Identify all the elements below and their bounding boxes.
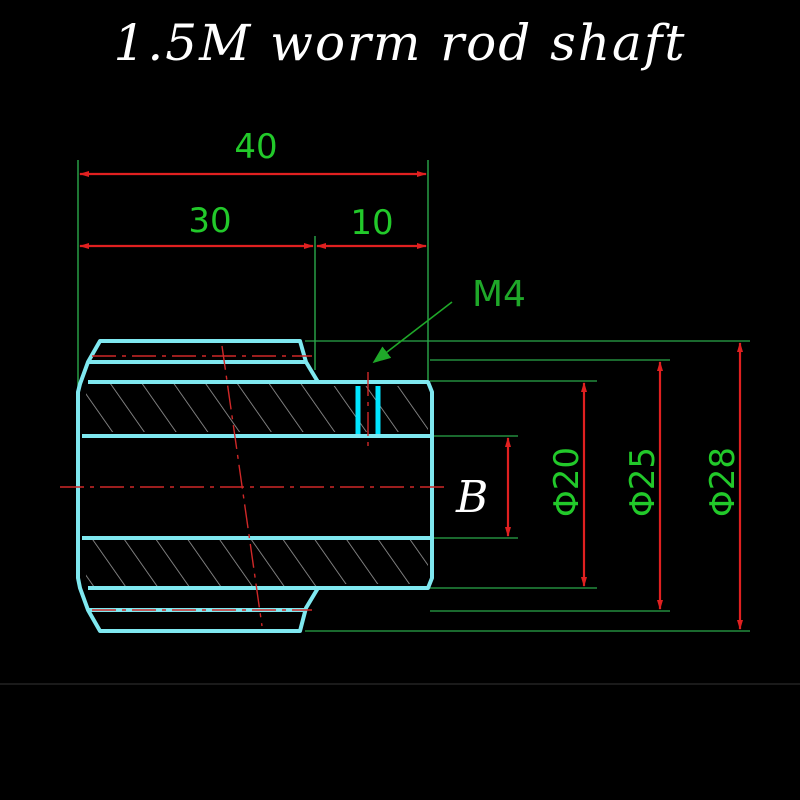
dim-text-total-length: 40 — [234, 127, 277, 167]
hatch-upper — [86, 382, 428, 432]
section-hatching — [86, 382, 428, 588]
thread-leader-line — [372, 301, 453, 364]
datum-label: B — [455, 472, 488, 523]
drawing-title: 1.5M worm rod shaft — [113, 14, 687, 72]
dim-text-hub-diameter: Φ25 — [623, 447, 663, 517]
extension-lines — [77, 160, 429, 390]
helix-line — [221, 345, 263, 627]
diameter-extension-lines — [305, 340, 750, 632]
dim-text-gear-length: 30 — [188, 201, 231, 241]
hatch-lower — [86, 540, 428, 588]
dim-text-bore-diameter: Φ20 — [547, 447, 587, 517]
set-screw-hole — [355, 386, 381, 434]
center-lines — [60, 345, 445, 627]
thread-label: M4 — [472, 274, 526, 315]
dimension-lines — [79, 171, 743, 630]
dim-text-hub-length: 10 — [350, 203, 393, 243]
dim-text-outer-diameter: Φ28 — [703, 447, 743, 517]
